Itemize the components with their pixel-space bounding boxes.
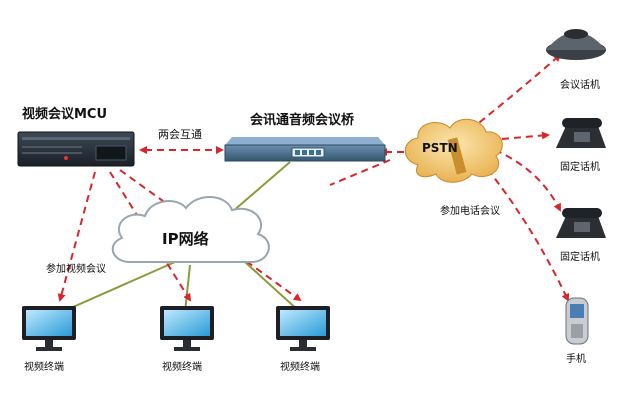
mcu-device — [17, 131, 135, 167]
bridge-device — [224, 137, 386, 162]
ip-network-label: IP网络 — [162, 230, 209, 248]
pstn-label: PSTN — [422, 141, 458, 155]
fixed-phone-label-2: 固定话机 — [560, 250, 600, 263]
terminal-label-2: 视频终端 — [162, 360, 202, 373]
desk-phone-icon-2 — [556, 208, 606, 238]
fixed-phone-label-1: 固定话机 — [560, 160, 600, 173]
join-video-conf-label: 参加视频会议 — [46, 262, 106, 275]
mcu-label: 视频会议MCU — [22, 106, 107, 122]
mobile-phone-icon — [565, 297, 589, 345]
desk-phone-icon-1 — [556, 118, 606, 148]
monitor-icon-1 — [22, 306, 76, 351]
monitor-icon-3 — [276, 306, 330, 351]
terminal-label-1: 视频终端 — [24, 360, 64, 373]
mobile-label: 手机 — [566, 352, 586, 365]
join-phone-conf-label: 参加电话会议 — [440, 204, 500, 217]
pstn-cloud-icon — [404, 118, 503, 183]
conf-phone-label: 会议话机 — [560, 78, 600, 91]
interop-label: 两会互通 — [158, 128, 202, 141]
conference-phone-icon — [546, 29, 606, 60]
dashed-links — [57, 53, 570, 302]
bridge-label: 会讯通音频会议桥 — [250, 112, 355, 128]
ip-cloud-icon — [111, 195, 270, 263]
terminal-label-3: 视频终端 — [280, 360, 320, 373]
monitor-icon-2 — [160, 306, 214, 351]
